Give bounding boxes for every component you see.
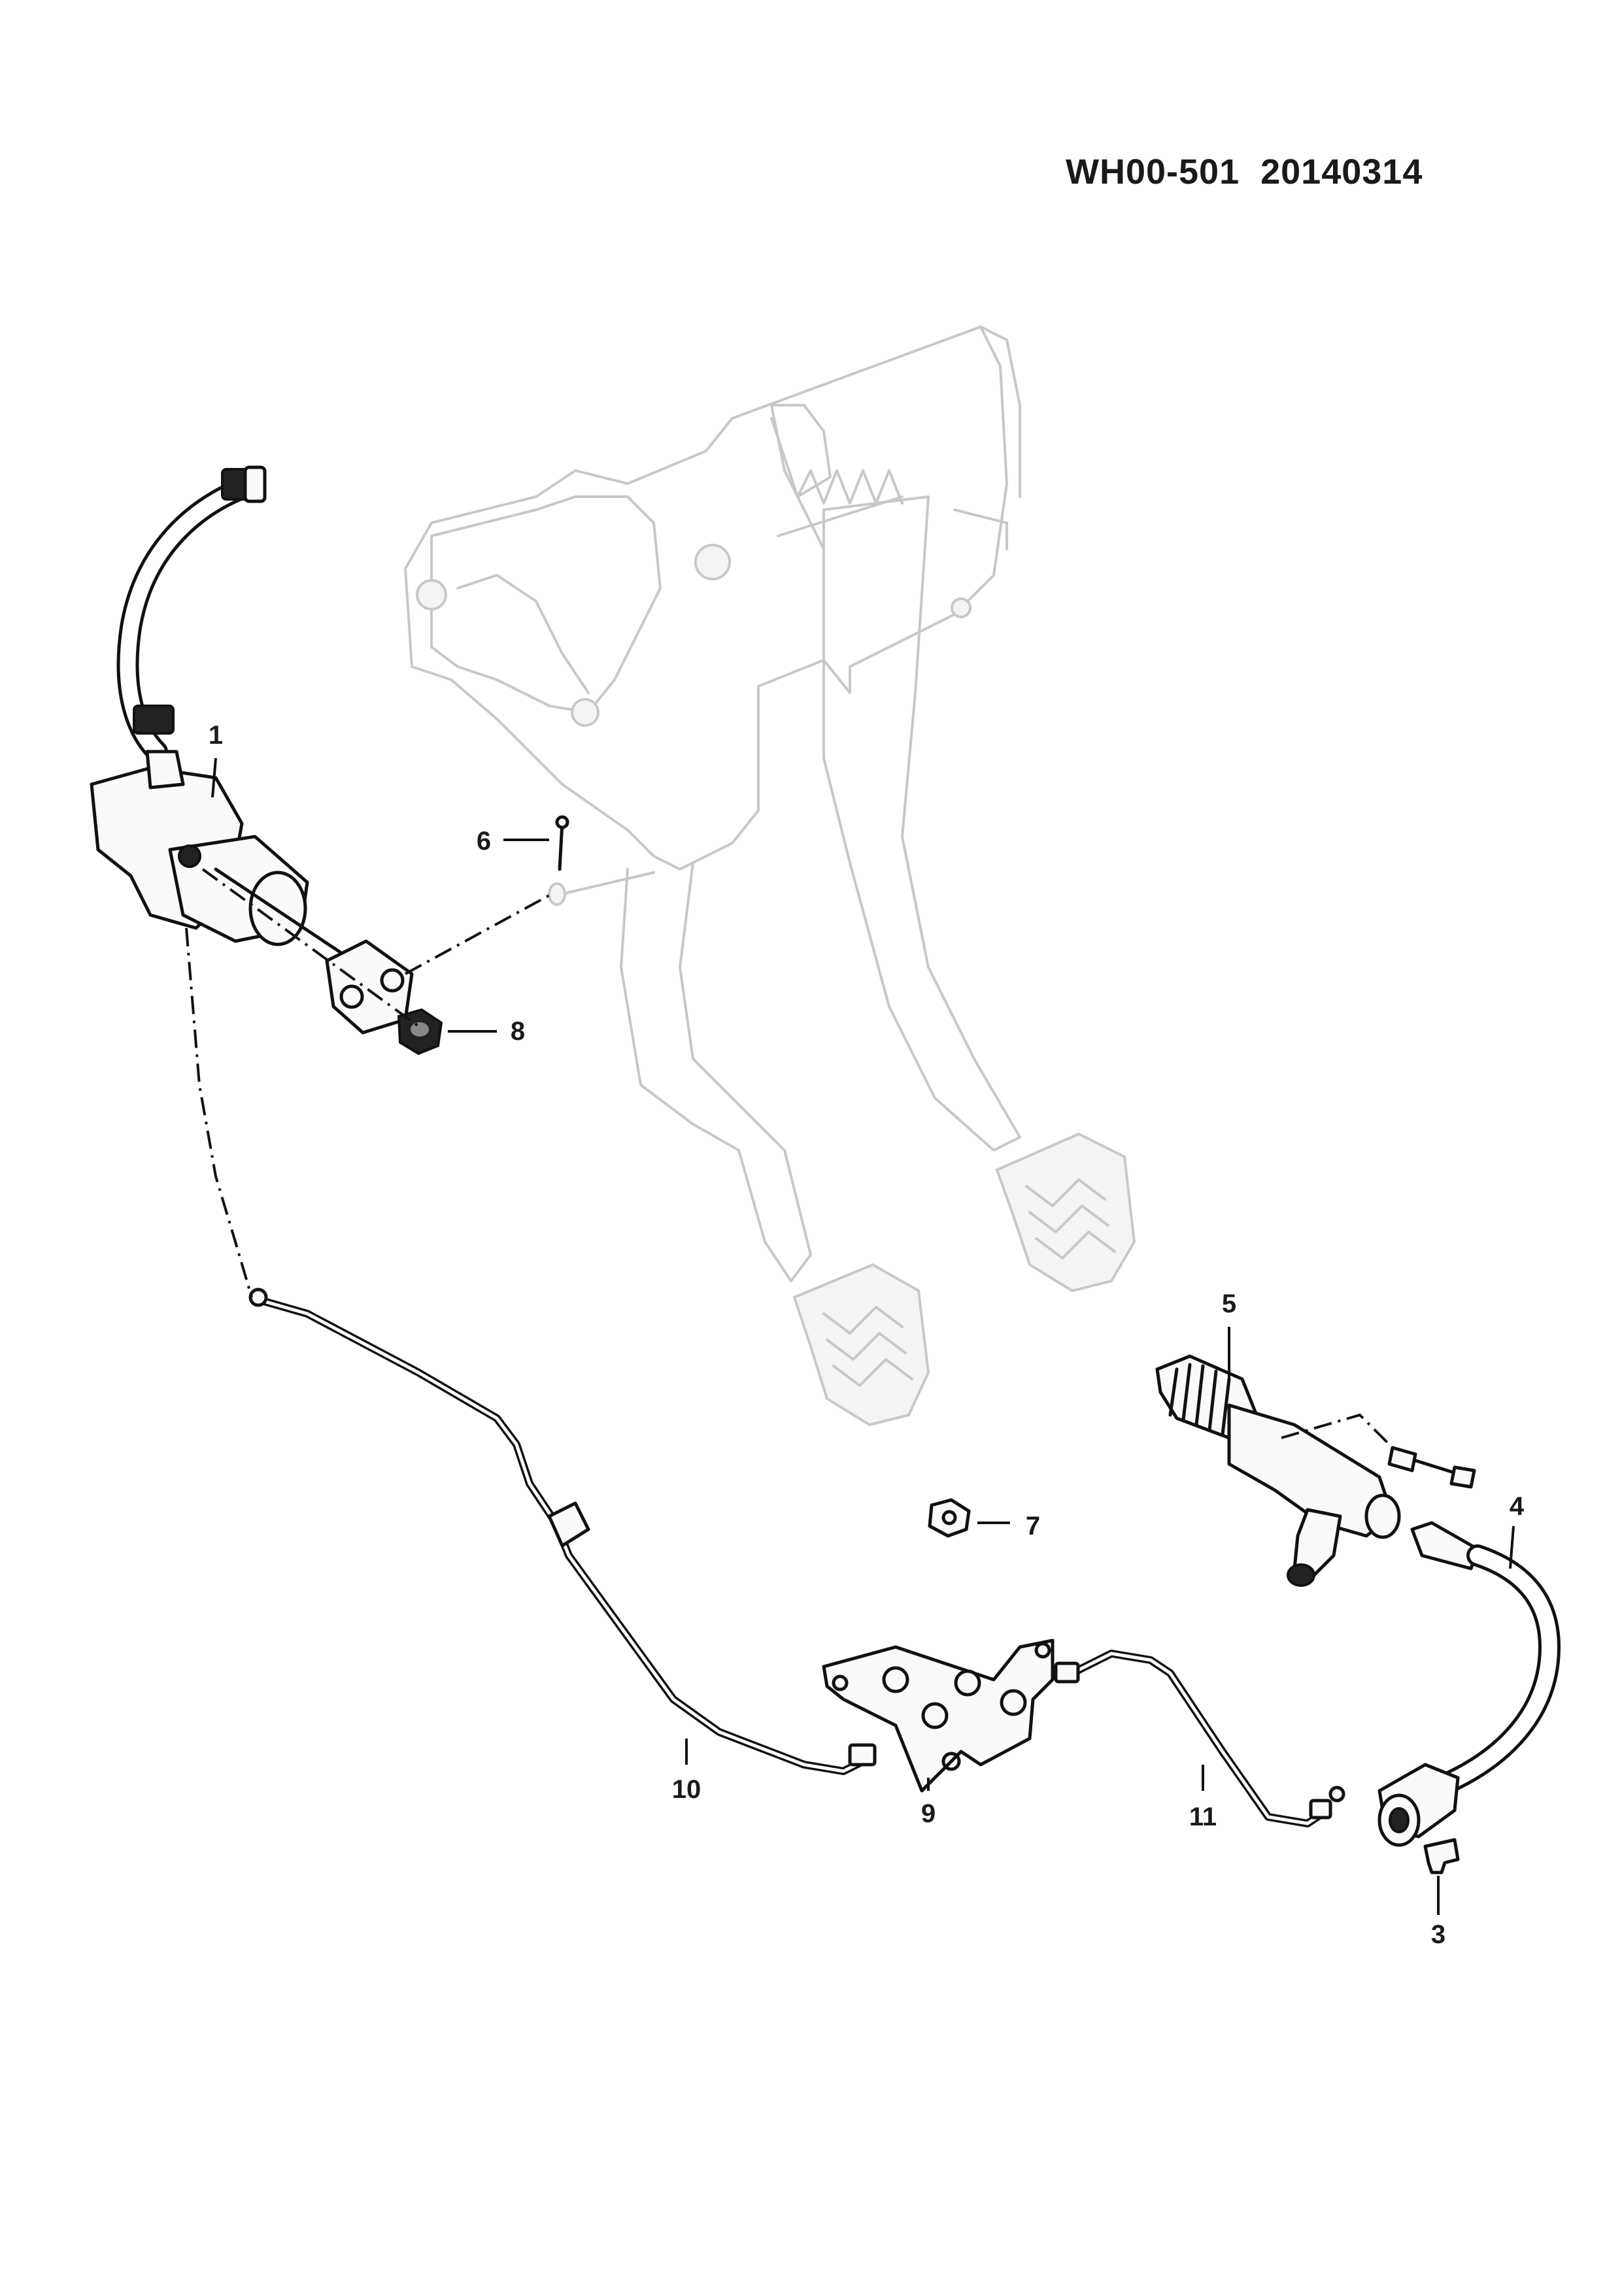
clevis-pin xyxy=(554,871,655,897)
pivot-bolt xyxy=(416,579,447,610)
clutch-slave-cylinder xyxy=(1155,1354,1476,1587)
pedal-box-assembly xyxy=(404,325,1136,1427)
leader-lines xyxy=(211,757,1515,1915)
return-spring xyxy=(796,469,904,505)
clutch-pedal-pad xyxy=(792,1263,930,1427)
pivot-bolt xyxy=(951,597,972,618)
pivot-bolt xyxy=(571,698,600,727)
callout-11: 11 xyxy=(1189,1803,1217,1831)
clutch-pipe-upper xyxy=(248,1288,877,1775)
callout-5: 5 xyxy=(1221,1289,1237,1318)
document-code: WH00-501 20140314 xyxy=(1066,152,1423,191)
pedal-bracket xyxy=(404,325,1008,871)
retaining-clip xyxy=(1423,1838,1460,1874)
alignment-lines xyxy=(185,868,1394,1449)
clutch-master-cylinder xyxy=(90,465,414,1035)
callout-1: 1 xyxy=(208,721,224,750)
callout-3: 3 xyxy=(1430,1920,1446,1949)
callout-6: 6 xyxy=(476,827,492,856)
callout-4: 4 xyxy=(1509,1492,1525,1521)
callout-7: 7 xyxy=(1025,1512,1041,1540)
nut xyxy=(397,1008,443,1056)
clutch-pipe-lower xyxy=(1054,1650,1345,1827)
pivot-bolt xyxy=(694,544,731,580)
pin xyxy=(555,815,569,871)
brake-pedal-arm xyxy=(822,495,1021,1152)
flexible-hose xyxy=(1377,1521,1561,1847)
brake-pedal-pad xyxy=(995,1132,1136,1293)
callout-10: 10 xyxy=(671,1775,701,1804)
clutch-pedal-arm xyxy=(620,861,812,1282)
callout-9: 9 xyxy=(921,1799,936,1828)
callout-8: 8 xyxy=(510,1017,526,1046)
flange-nut xyxy=(928,1498,971,1538)
pipe-bracket xyxy=(822,1639,1055,1793)
